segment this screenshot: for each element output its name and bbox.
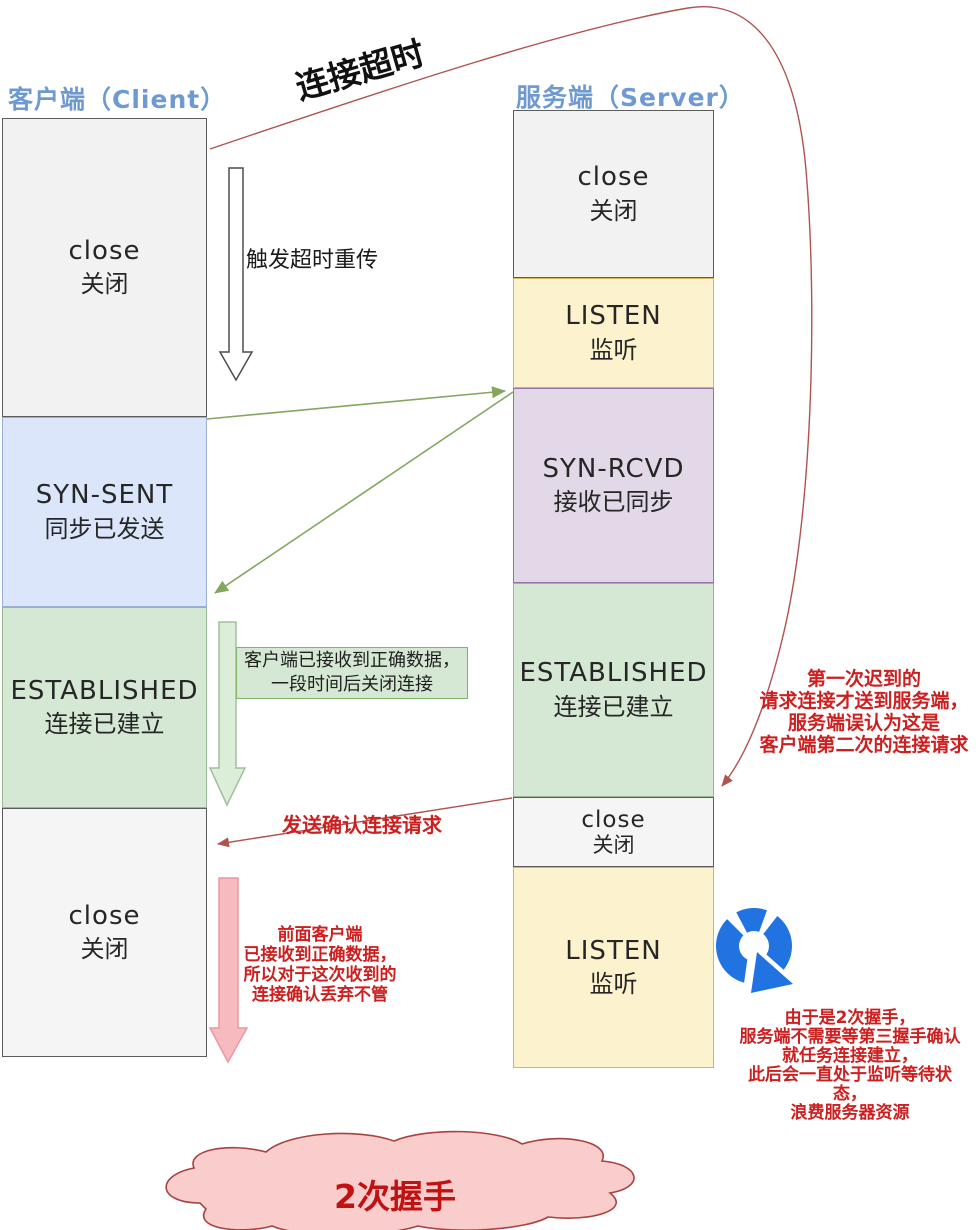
state-label-en: ESTABLISHED xyxy=(519,658,708,689)
state-label-en: LISTEN xyxy=(565,935,662,966)
cloud-callout-text: 2次握手 xyxy=(334,1177,456,1216)
state-label-en: SYN-SENT xyxy=(35,480,174,511)
waste-resource-note: 由于是2次握手， 服务端不需要等第三握手确认 就任务连接建立， 此后会一直处于监… xyxy=(739,1008,961,1123)
state-label-en: close xyxy=(581,806,646,833)
state-label-zh: 关闭 xyxy=(80,270,129,299)
retransmit-label: 触发超时重传 xyxy=(246,248,379,273)
state-label-zh: 关闭 xyxy=(80,935,129,964)
state-label-zh: 监听 xyxy=(589,335,638,364)
state-label-en: SYN-RCVD xyxy=(542,453,685,484)
client-state-syn-sent: SYN-SENT 同步已发送 xyxy=(2,417,207,607)
state-label-en: close xyxy=(68,235,141,266)
server-column-header: 服务端（Server） xyxy=(516,83,745,112)
synack-arrow xyxy=(214,391,514,594)
state-label-en: close xyxy=(577,162,650,193)
client-state-close-2: close 关闭 xyxy=(2,808,207,1057)
state-label-zh: 接收已同步 xyxy=(553,488,674,517)
cloud-callout-shape xyxy=(165,1130,635,1230)
blue-radar-icon xyxy=(716,902,798,998)
client-column-header: 客户端（Client） xyxy=(8,85,227,114)
server-state-listen-2: LISTEN 监听 xyxy=(513,867,714,1068)
state-label-zh: 关闭 xyxy=(589,196,638,225)
server-state-listen-1: LISTEN 监听 xyxy=(513,278,714,388)
client-state-close-1: close 关闭 xyxy=(2,118,207,417)
retransmit-hollow-arrow xyxy=(218,167,254,382)
server-state-close-1: close 关闭 xyxy=(513,110,714,278)
server-state-syn-rcvd: SYN-RCVD 接收已同步 xyxy=(513,388,714,583)
discard-pink-arrow xyxy=(208,877,249,1064)
syn-send-arrow xyxy=(206,386,506,420)
state-label-zh: 关闭 xyxy=(592,833,635,858)
timeout-curve-arrow xyxy=(209,6,813,787)
client-close-hollow-arrow xyxy=(208,621,247,807)
state-label-en: close xyxy=(68,900,141,931)
client-received-note: 客户端已接收到正确数据， 一段时间后关闭连接 xyxy=(236,647,468,699)
state-label-zh: 连接已建立 xyxy=(553,692,674,721)
server-state-established: ESTABLISHED 连接已建立 xyxy=(513,583,714,797)
late-request-note: 第一次迟到的 请求连接才送到服务端， 服务端误认为这是 客户端第二次的连接请求 xyxy=(759,668,969,756)
send-confirm-label: 发送确认连接请求 xyxy=(282,813,442,837)
state-label-zh: 连接已建立 xyxy=(44,710,165,739)
state-label-en: LISTEN xyxy=(565,301,662,332)
state-label-zh: 监听 xyxy=(589,970,638,999)
state-label-zh: 同步已发送 xyxy=(44,514,165,543)
state-label-en: ESTABLISHED xyxy=(10,675,199,706)
server-state-close-2: close 关闭 xyxy=(513,797,714,867)
discard-note: 前面客户端 已接收到正确数据， 所以对于这次收到的 连接确认丢弃不管 xyxy=(243,925,397,1005)
confirm-send-arrow xyxy=(217,797,513,848)
client-state-established: ESTABLISHED 连接已建立 xyxy=(2,607,207,808)
